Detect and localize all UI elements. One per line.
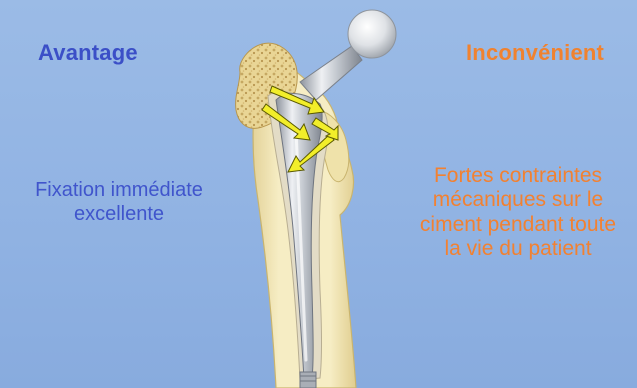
femoral-head: [348, 10, 396, 58]
prosthesis-neck: [300, 46, 362, 100]
stem-tip: [300, 372, 316, 388]
